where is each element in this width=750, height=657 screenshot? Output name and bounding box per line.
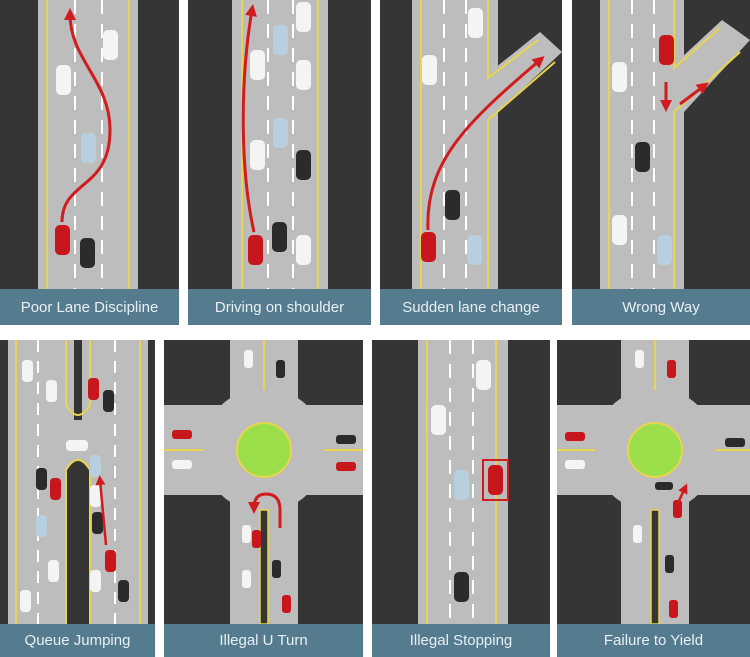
- car-white: [635, 350, 644, 368]
- car-black: [103, 390, 114, 412]
- car-white: [250, 50, 265, 80]
- panel-label: Failure to Yield: [557, 624, 750, 657]
- panel-illegal-u-turn: Illegal U Turn: [164, 340, 363, 657]
- car-white: [565, 460, 585, 469]
- car-black: [445, 190, 460, 220]
- car-red: [252, 530, 261, 548]
- arrow-diagonal: [679, 82, 709, 106]
- panel-illegal-stopping: Illegal Stopping: [372, 340, 550, 657]
- panel-queue-jumping: Queue Jumping: [0, 340, 155, 657]
- car-white: [56, 65, 71, 95]
- panel-wrong-way: Wrong Way: [572, 0, 750, 325]
- car-red: [55, 225, 70, 255]
- car-white: [48, 560, 59, 582]
- car-red: [659, 35, 674, 65]
- panel-label: Sudden lane change: [380, 289, 562, 325]
- car-blue: [81, 133, 96, 163]
- car-white: [250, 140, 265, 170]
- car-black: [272, 222, 287, 252]
- car-white: [296, 235, 311, 265]
- car-white: [468, 8, 483, 38]
- car-white: [20, 590, 31, 612]
- car-white: [633, 525, 642, 543]
- car-blue: [36, 515, 47, 537]
- car-black: [725, 438, 745, 447]
- car-blue: [90, 455, 101, 477]
- car-white: [242, 525, 251, 543]
- panel-driving-on-shoulder: Driving on shoulder: [188, 0, 371, 325]
- car-red: [282, 595, 291, 613]
- car-red: [669, 600, 678, 618]
- car-black: [276, 360, 285, 378]
- car-black: [36, 468, 47, 490]
- car-blue: [657, 235, 672, 265]
- road-diagram: [412, 0, 562, 289]
- car-black: [272, 560, 281, 578]
- highlight-box: [482, 459, 509, 501]
- car-blue: [454, 470, 469, 500]
- car-red: [488, 465, 503, 495]
- car-white: [612, 62, 627, 92]
- u-turn-arrow: [248, 492, 282, 528]
- panel-label: Poor Lane Discipline: [0, 289, 179, 325]
- panel-label: Queue Jumping: [0, 624, 155, 657]
- car-black: [454, 572, 469, 602]
- car-white: [431, 405, 446, 435]
- car-white: [244, 350, 253, 368]
- car-white: [66, 440, 88, 451]
- panel-label: Illegal U Turn: [164, 624, 363, 657]
- arrow-path: [95, 475, 108, 546]
- car-white: [103, 30, 118, 60]
- car-red: [421, 232, 436, 262]
- road-diagram: [600, 0, 750, 289]
- car-red: [673, 500, 682, 518]
- car-white: [172, 460, 192, 469]
- car-red: [667, 360, 676, 378]
- arrow-path: [675, 483, 688, 506]
- panel-failure-to-yield: Failure to Yield: [557, 340, 750, 657]
- road-diagram: [418, 340, 509, 624]
- car-black: [665, 555, 674, 573]
- car-white: [476, 360, 491, 390]
- car-black: [296, 150, 311, 180]
- car-black: [635, 142, 650, 172]
- car-white: [612, 215, 627, 245]
- car-blue: [467, 235, 482, 265]
- road-diagram: [557, 340, 750, 624]
- road-diagram: [164, 340, 363, 624]
- arrow-path: [60, 8, 112, 223]
- road-diagram: [232, 0, 328, 289]
- car-red: [565, 432, 585, 441]
- arrow-path: [426, 56, 545, 231]
- car-red: [336, 462, 356, 471]
- car-white: [296, 60, 311, 90]
- car-black: [92, 512, 103, 534]
- panel-label: Driving on shoulder: [188, 289, 371, 325]
- car-red: [248, 235, 263, 265]
- car-white: [90, 570, 101, 592]
- car-red: [172, 430, 192, 439]
- car-blue: [273, 118, 288, 148]
- road-diagram: [38, 0, 138, 289]
- car-black: [655, 482, 673, 490]
- car-white: [90, 485, 101, 507]
- car-white: [296, 2, 311, 32]
- car-red: [50, 478, 61, 500]
- panel-label: Illegal Stopping: [372, 624, 550, 657]
- car-black: [118, 580, 129, 602]
- car-black: [80, 238, 95, 268]
- car-red: [105, 550, 116, 572]
- car-red: [88, 378, 99, 400]
- panel-poor-lane-discipline: Poor Lane Discipline: [0, 0, 179, 325]
- panel-label: Wrong Way: [572, 289, 750, 325]
- car-blue: [273, 25, 288, 55]
- arrow-path: [241, 4, 257, 233]
- road-diagram: [8, 340, 148, 624]
- panel-sudden-lane-change: Sudden lane change: [380, 0, 562, 325]
- car-white: [242, 570, 251, 588]
- car-black: [336, 435, 356, 444]
- car-white: [422, 55, 437, 85]
- car-white: [22, 360, 33, 382]
- car-white: [46, 380, 57, 402]
